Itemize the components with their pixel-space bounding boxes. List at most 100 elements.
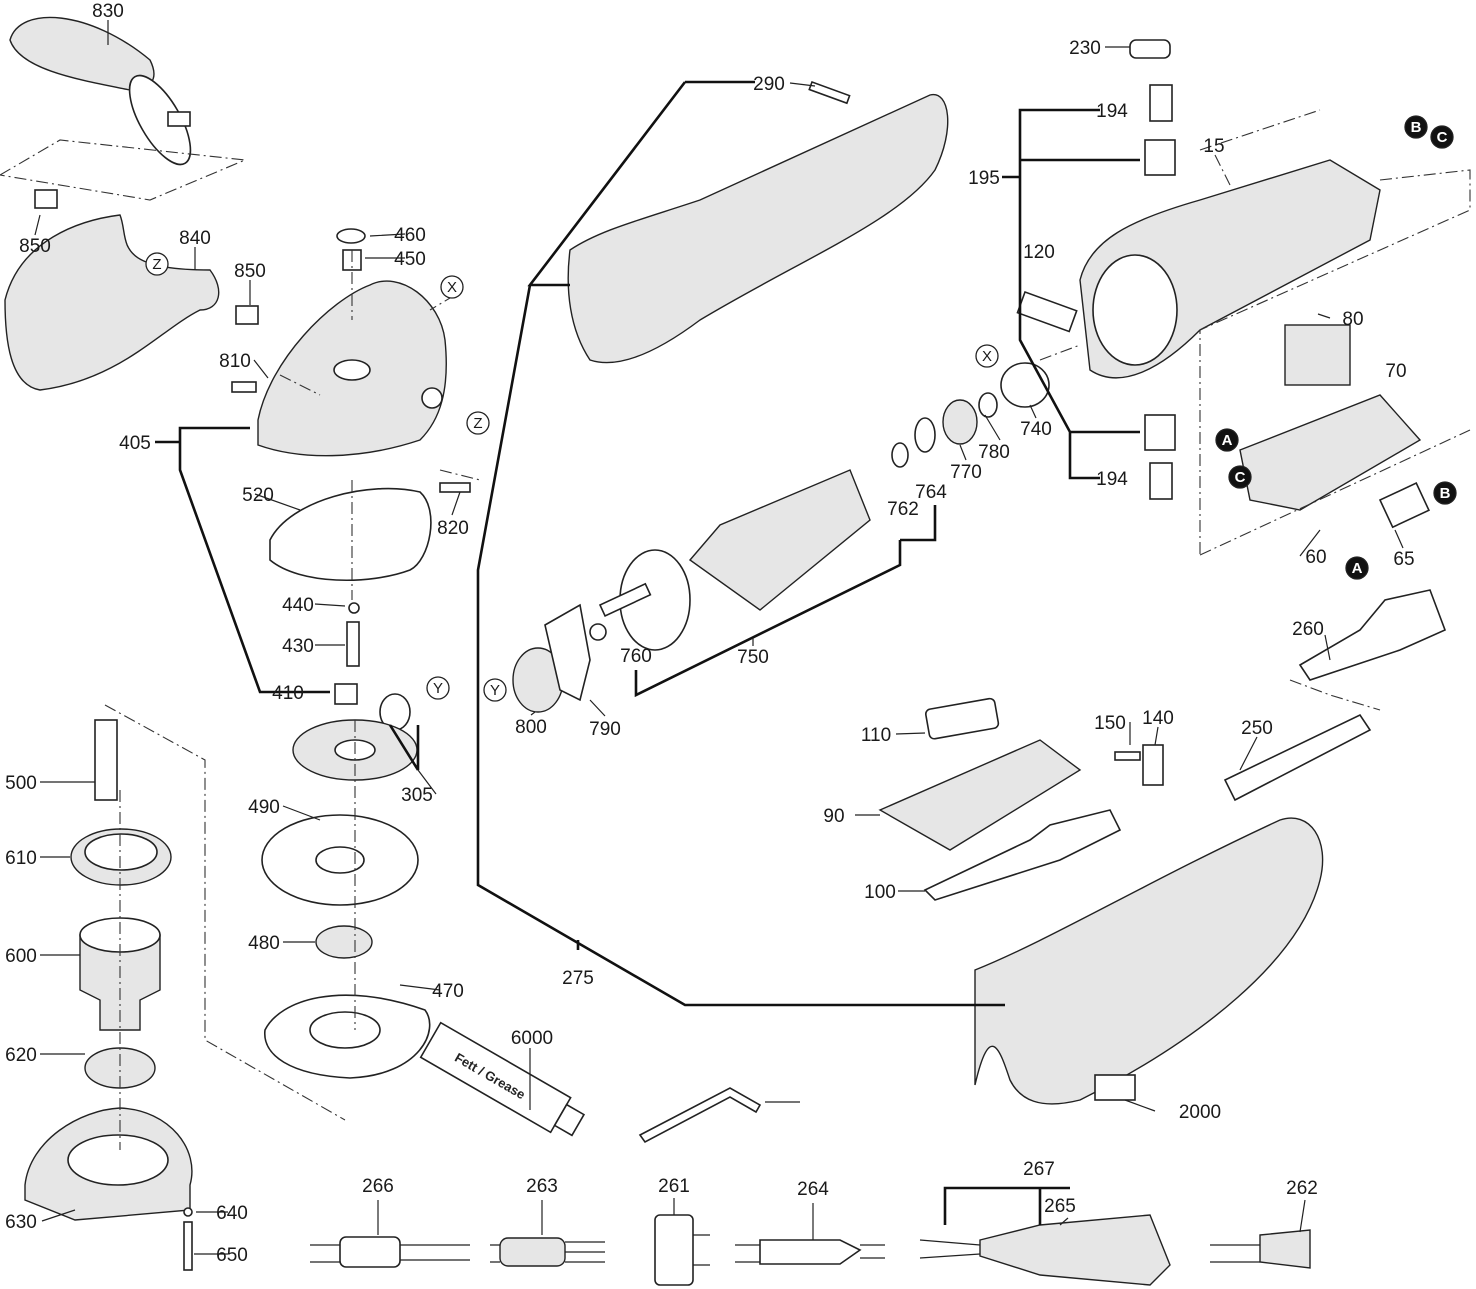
part-number-label: 264: [797, 1179, 829, 1200]
part-number-label: 2000: [1179, 1102, 1221, 1123]
part-number-label: 150: [1094, 713, 1126, 734]
part-790-fan-baffle: [544, 603, 591, 702]
callout-marker-z-circle: [466, 411, 490, 435]
part-6000-grease-tube: Fett / Grease: [419, 1021, 586, 1137]
part-number-label: 261: [658, 1176, 690, 1197]
part-120: [1016, 290, 1078, 333]
bracket-267: [943, 1186, 1070, 1225]
part-number-label: 850: [19, 236, 51, 257]
part-number-label: 60: [1305, 547, 1326, 568]
callout-marker-label: Y: [490, 682, 500, 699]
part-480: [315, 925, 373, 959]
part-830-side-handle: [9, 16, 192, 166]
part-number-label: 100: [864, 882, 896, 903]
part-number-label: 267: [1023, 1159, 1055, 1180]
part-230: [1129, 39, 1171, 59]
part-number-label: 840: [179, 228, 211, 249]
part-number-label: 650: [216, 1245, 248, 1266]
part-100-slider: [923, 809, 1122, 901]
part-number-label: 500: [5, 773, 37, 794]
part-430: [346, 621, 360, 667]
part-number-label: 460: [394, 225, 426, 246]
part-2000-label: [1094, 1074, 1136, 1101]
leader-lines: [34, 20, 1404, 1255]
part-number-label: 290: [753, 74, 785, 95]
callout-marker-y-circle: [483, 678, 507, 702]
part-number-label: 850: [234, 261, 266, 282]
bracket-195: [1002, 108, 1140, 480]
part-number-label: 780: [978, 442, 1010, 463]
part-number-label: 490: [248, 797, 280, 818]
part-number-label: 480: [248, 933, 280, 954]
part-70-switch: [1284, 324, 1351, 386]
part-number-label: 830: [92, 1, 124, 22]
part-number-label: 440: [282, 595, 314, 616]
part-number-label: 820: [437, 518, 469, 539]
callout-marker-z-circle: [145, 252, 169, 276]
part-65: [1378, 482, 1430, 529]
part-250-cord-guard: [1223, 713, 1372, 802]
callout-marker-label: Z: [473, 415, 482, 432]
part-260-cord-plug: [1298, 589, 1447, 681]
part-110-button: [924, 697, 1000, 740]
part-number-label: 80: [1342, 309, 1363, 330]
part-number-label: 610: [5, 848, 37, 869]
part-number-label: 750: [737, 647, 769, 668]
part-number-label: 70: [1385, 361, 1406, 382]
callout-marker-label: X: [447, 279, 457, 296]
part-410: [334, 683, 358, 705]
part-number-label: 450: [394, 249, 426, 270]
part-number-label: 790: [589, 719, 621, 740]
part-850-screw-b: [235, 305, 259, 325]
part-number-label: 120: [1023, 242, 1055, 263]
part-number-label: 230: [1069, 38, 1101, 59]
part-60-electronics: [1239, 394, 1422, 511]
part-number-label: 260: [1292, 619, 1324, 640]
part-number-label: 90: [823, 806, 844, 827]
part-520-gasket: [269, 487, 432, 582]
bracket-275: [476, 80, 1005, 1007]
part-number-label: 410: [272, 683, 304, 704]
callout-marker-x-circle: [975, 344, 999, 368]
callout-marker-c-circle: [1430, 125, 1454, 149]
part-150: [1114, 751, 1141, 761]
part-number-label: 265: [1044, 1196, 1076, 1217]
part-840-guard: [4, 214, 220, 391]
part-number-label: 305: [401, 785, 433, 806]
part-number-label: 430: [282, 636, 314, 657]
plug-variants: [310, 1214, 1311, 1286]
callout-marker-label: B: [1440, 485, 1451, 502]
part-194-brush: [1149, 84, 1173, 122]
part-number-label: 405: [119, 433, 151, 454]
part-number-label: 810: [219, 351, 251, 372]
callout-marker-a-circle: [1215, 428, 1239, 452]
part-number-label: 764: [915, 482, 947, 503]
part-brush-holder: [1144, 139, 1176, 176]
bracket-750: [634, 505, 937, 698]
part-number-label: 6000: [511, 1028, 553, 1049]
part-number-label: 762: [887, 499, 919, 520]
part-number-label: 266: [362, 1176, 394, 1197]
callout-marker-b-circle: [1433, 481, 1457, 505]
bracket-405: [155, 426, 330, 694]
part-140: [1142, 744, 1164, 786]
callout-marker-label: Z: [152, 256, 161, 273]
part-90-cover: [878, 739, 1082, 851]
part-290-housing-shell: [567, 94, 949, 364]
callout-marker-b-circle: [1404, 115, 1428, 139]
callout-marker-label: C: [1437, 129, 1448, 146]
part-number-label: 194: [1096, 101, 1128, 122]
part-number-label: 263: [526, 1176, 558, 1197]
part-number-label: 800: [515, 717, 547, 738]
assembly-brackets: [155, 80, 1140, 1225]
part-number-label: 620: [5, 1045, 37, 1066]
callout-marker-label: C: [1235, 469, 1246, 486]
part-number-label: 140: [1142, 708, 1174, 729]
part-750-armature: [598, 469, 871, 651]
plug-266: [339, 1236, 401, 1268]
callout-marker-label: Y: [433, 680, 443, 697]
callout-marker-label: A: [1222, 432, 1233, 449]
callout-marker-x-circle: [440, 275, 464, 299]
